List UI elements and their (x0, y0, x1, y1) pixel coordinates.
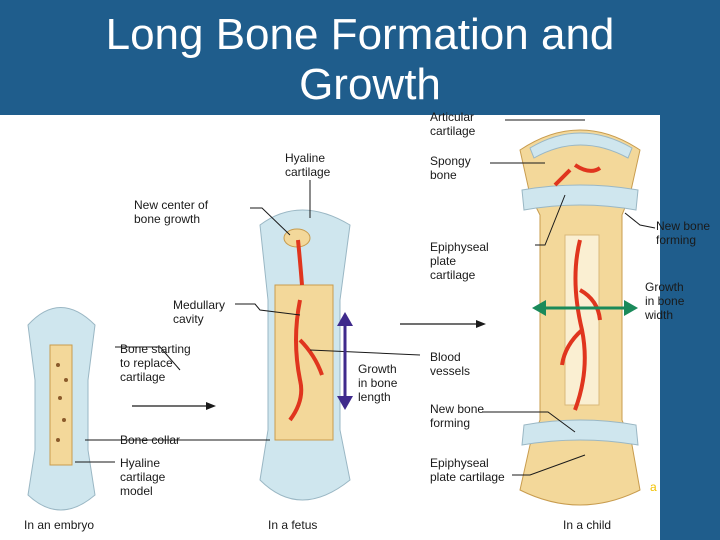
label-growth-width: Growth in bone width (645, 280, 685, 322)
fetus-bone-shaft (274, 284, 334, 441)
label-blood-vessels: Blood vessels (430, 350, 471, 378)
child-bone (519, 129, 641, 506)
stage-embryo: In an embryo (24, 518, 95, 532)
stage-fetus: In a fetus (268, 518, 318, 532)
child-epiphyseal-plate-top (521, 184, 639, 211)
label-articular-cartilage: Articular cartilage (430, 110, 476, 138)
growth-length-arrow (337, 312, 353, 410)
label-new-center: New center of bone growth (134, 198, 209, 226)
label-epiphyseal-plate-mid: Epiphyseal plate cartilage (430, 240, 489, 282)
label-new-bone-forming-top: New bone forming (656, 219, 711, 247)
fetus-bone (259, 209, 351, 501)
slide-title: Long Bone Formation and Growth (0, 10, 720, 110)
child-blood-vessels (553, 163, 602, 411)
label-new-bone-forming-low: New bone forming (430, 402, 485, 430)
fetus-blood-vessels (288, 239, 324, 422)
label-bone-collar: Bone collar (120, 433, 181, 447)
leader-lines (75, 119, 656, 476)
label-growth-length: Growth in bone length (358, 362, 398, 404)
label-bone-starting: Bone starting to replace cartilage (120, 342, 191, 384)
label-hyaline-cartilage: Hyaline cartilage (285, 151, 331, 179)
label-spongy-bone: Spongy bone (430, 154, 471, 182)
child-articular-cartilage (529, 132, 633, 159)
child-epiphyseal-plate-bottom (521, 419, 639, 446)
embryo-bone (27, 307, 96, 511)
figure-label-fragment: a (650, 480, 657, 494)
stage-child: In a child (563, 518, 612, 532)
growth-width-arrow (532, 300, 638, 316)
title-line-2: Growth (299, 60, 441, 109)
stage-arrows (132, 320, 486, 410)
label-medullary-cavity: Medullary cavity (173, 298, 226, 326)
title-line-1: Long Bone Formation and (105, 10, 615, 59)
embryo-bone-collar (49, 344, 73, 466)
label-hyaline-model: Hyaline cartilage model (120, 456, 166, 498)
label-epiphyseal-plate-low: Epiphyseal plate cartilage (430, 456, 505, 484)
